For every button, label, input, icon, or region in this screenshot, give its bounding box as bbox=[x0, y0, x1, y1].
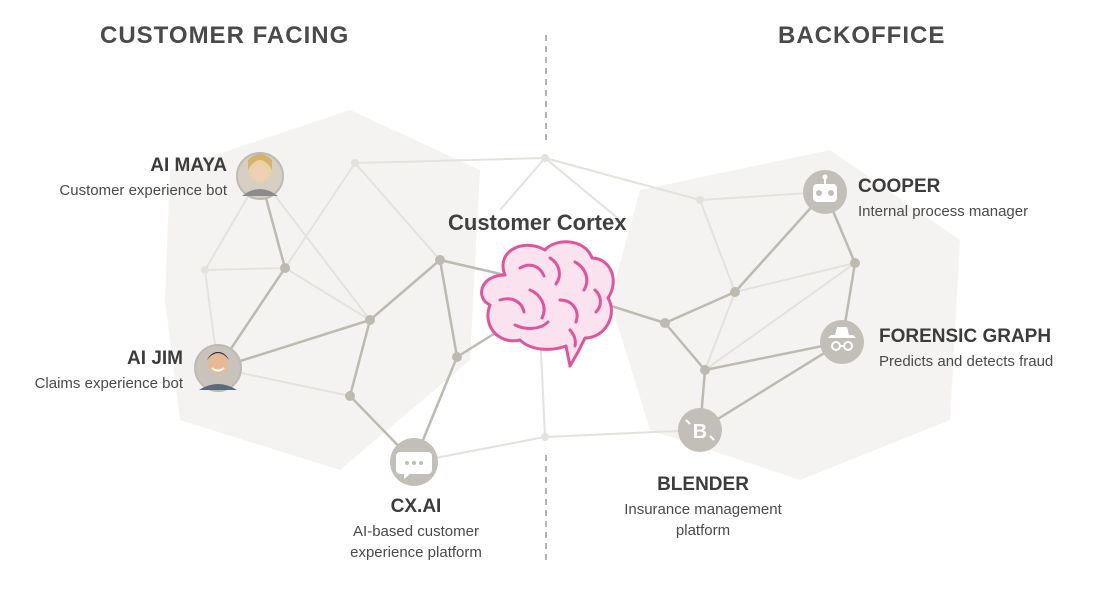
avatar-ai-jim bbox=[194, 344, 242, 392]
vertex-dot bbox=[452, 352, 462, 362]
node-ai-maya: AI MAYA Customer experience bot bbox=[20, 155, 227, 201]
ai-maya-title: AI MAYA bbox=[150, 155, 227, 176]
ai-maya-desc: Customer experience bot bbox=[59, 182, 227, 199]
vertex-dot-faint bbox=[541, 154, 549, 162]
node-forensic-graph: FORENSIC GRAPH Predicts and detects frau… bbox=[879, 326, 1115, 372]
brain-icon bbox=[480, 240, 615, 368]
vertex-dot bbox=[280, 263, 290, 273]
node-cx-ai: CX.AI AI-based customer experience platf… bbox=[316, 496, 516, 563]
forensic-graph-desc: Predicts and detects fraud bbox=[879, 353, 1054, 370]
detective-icon bbox=[820, 320, 864, 364]
robot-icon bbox=[803, 170, 847, 214]
cooper-title: COOPER bbox=[858, 176, 941, 197]
cx-ai-desc-line1: AI-based customer bbox=[353, 523, 479, 540]
chat-bubble-icon bbox=[390, 438, 438, 486]
vertex-dot bbox=[660, 318, 670, 328]
blender-b-icon: B bbox=[678, 408, 722, 452]
customer-cortex-title: Customer Cortex bbox=[448, 210, 627, 235]
section-title-backoffice: BACKOFFICE bbox=[778, 22, 946, 49]
vertex-dot bbox=[345, 391, 355, 401]
vertex-dot-faint bbox=[541, 433, 549, 441]
node-ai-jim: AI JIM Claims experience bot bbox=[0, 348, 183, 394]
cx-ai-title: CX.AI bbox=[390, 496, 442, 517]
section-title-customer-facing: CUSTOMER FACING bbox=[100, 22, 350, 49]
blender-desc-line2: platform bbox=[675, 522, 731, 539]
vertex-dot bbox=[365, 315, 375, 325]
cooper-desc: Internal process manager bbox=[858, 203, 1029, 220]
svg-text:B: B bbox=[693, 421, 707, 443]
node-blender: BLENDER Insurance management platform bbox=[603, 474, 803, 541]
cx-ai-desc-line2: experience platform bbox=[350, 544, 482, 561]
vertex-dot-faint bbox=[201, 266, 209, 274]
vertex-dot bbox=[730, 287, 740, 297]
vertex-dot-faint bbox=[351, 159, 359, 167]
blender-title: BLENDER bbox=[657, 474, 749, 495]
blender-desc-line1: Insurance management bbox=[624, 501, 782, 518]
node-cooper: COOPER Internal process manager bbox=[858, 176, 1098, 222]
avatar-ai-maya bbox=[236, 152, 284, 200]
vertex-dot bbox=[850, 258, 860, 268]
vertex-dot-faint bbox=[696, 196, 704, 204]
vertex-dots bbox=[201, 154, 860, 441]
forensic-graph-title: FORENSIC GRAPH bbox=[879, 326, 1052, 347]
right-background-shape bbox=[610, 150, 960, 480]
ai-jim-desc: Claims experience bot bbox=[34, 375, 183, 392]
ai-jim-title: AI JIM bbox=[127, 348, 183, 369]
vertex-dot bbox=[700, 365, 710, 375]
vertex-dot bbox=[435, 255, 445, 265]
